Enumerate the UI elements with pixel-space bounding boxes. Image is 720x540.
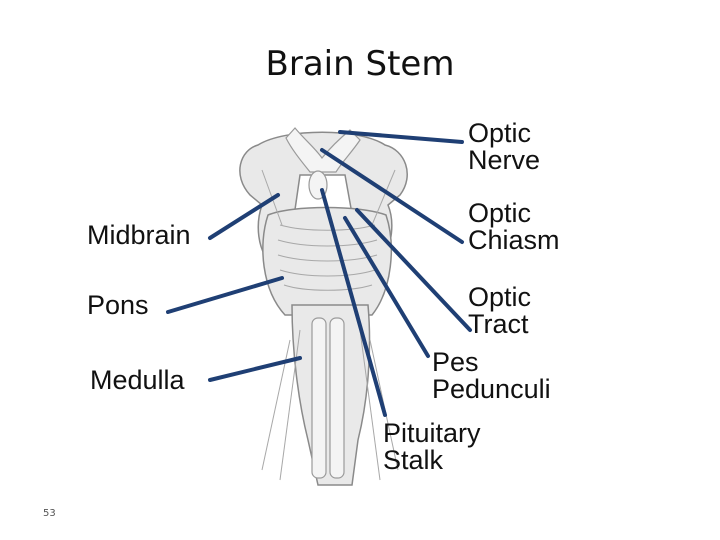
label-medulla: Medulla (90, 365, 185, 395)
leader-pons (166, 276, 284, 314)
label-optic-chiasm: Optic Chiasm (468, 198, 560, 255)
leader-medulla (208, 356, 302, 382)
leader-midbrain (208, 193, 280, 240)
slide-title: Brain Stem (265, 44, 455, 84)
label-pons: Pons (87, 290, 149, 320)
leader-pes-pedunculi (343, 216, 430, 358)
label-optic-nerve: Optic Nerve (468, 118, 541, 175)
page-number: 53 (43, 508, 56, 519)
label-pes-pedunculi: Pes Pedunculi (432, 347, 551, 404)
leader-pituitary-stalk (320, 188, 387, 417)
label-midbrain: Midbrain (87, 220, 191, 250)
pyramid-left (311, 317, 327, 479)
pyramid-right (329, 317, 345, 479)
leader-optic-nerve (338, 130, 464, 144)
leader-optic-tract (355, 208, 472, 332)
leader-optic-chiasm (320, 148, 464, 244)
label-optic-tract: Optic Tract (468, 282, 532, 339)
label-pituitary-stalk: Pituitary Stalk (383, 418, 481, 475)
